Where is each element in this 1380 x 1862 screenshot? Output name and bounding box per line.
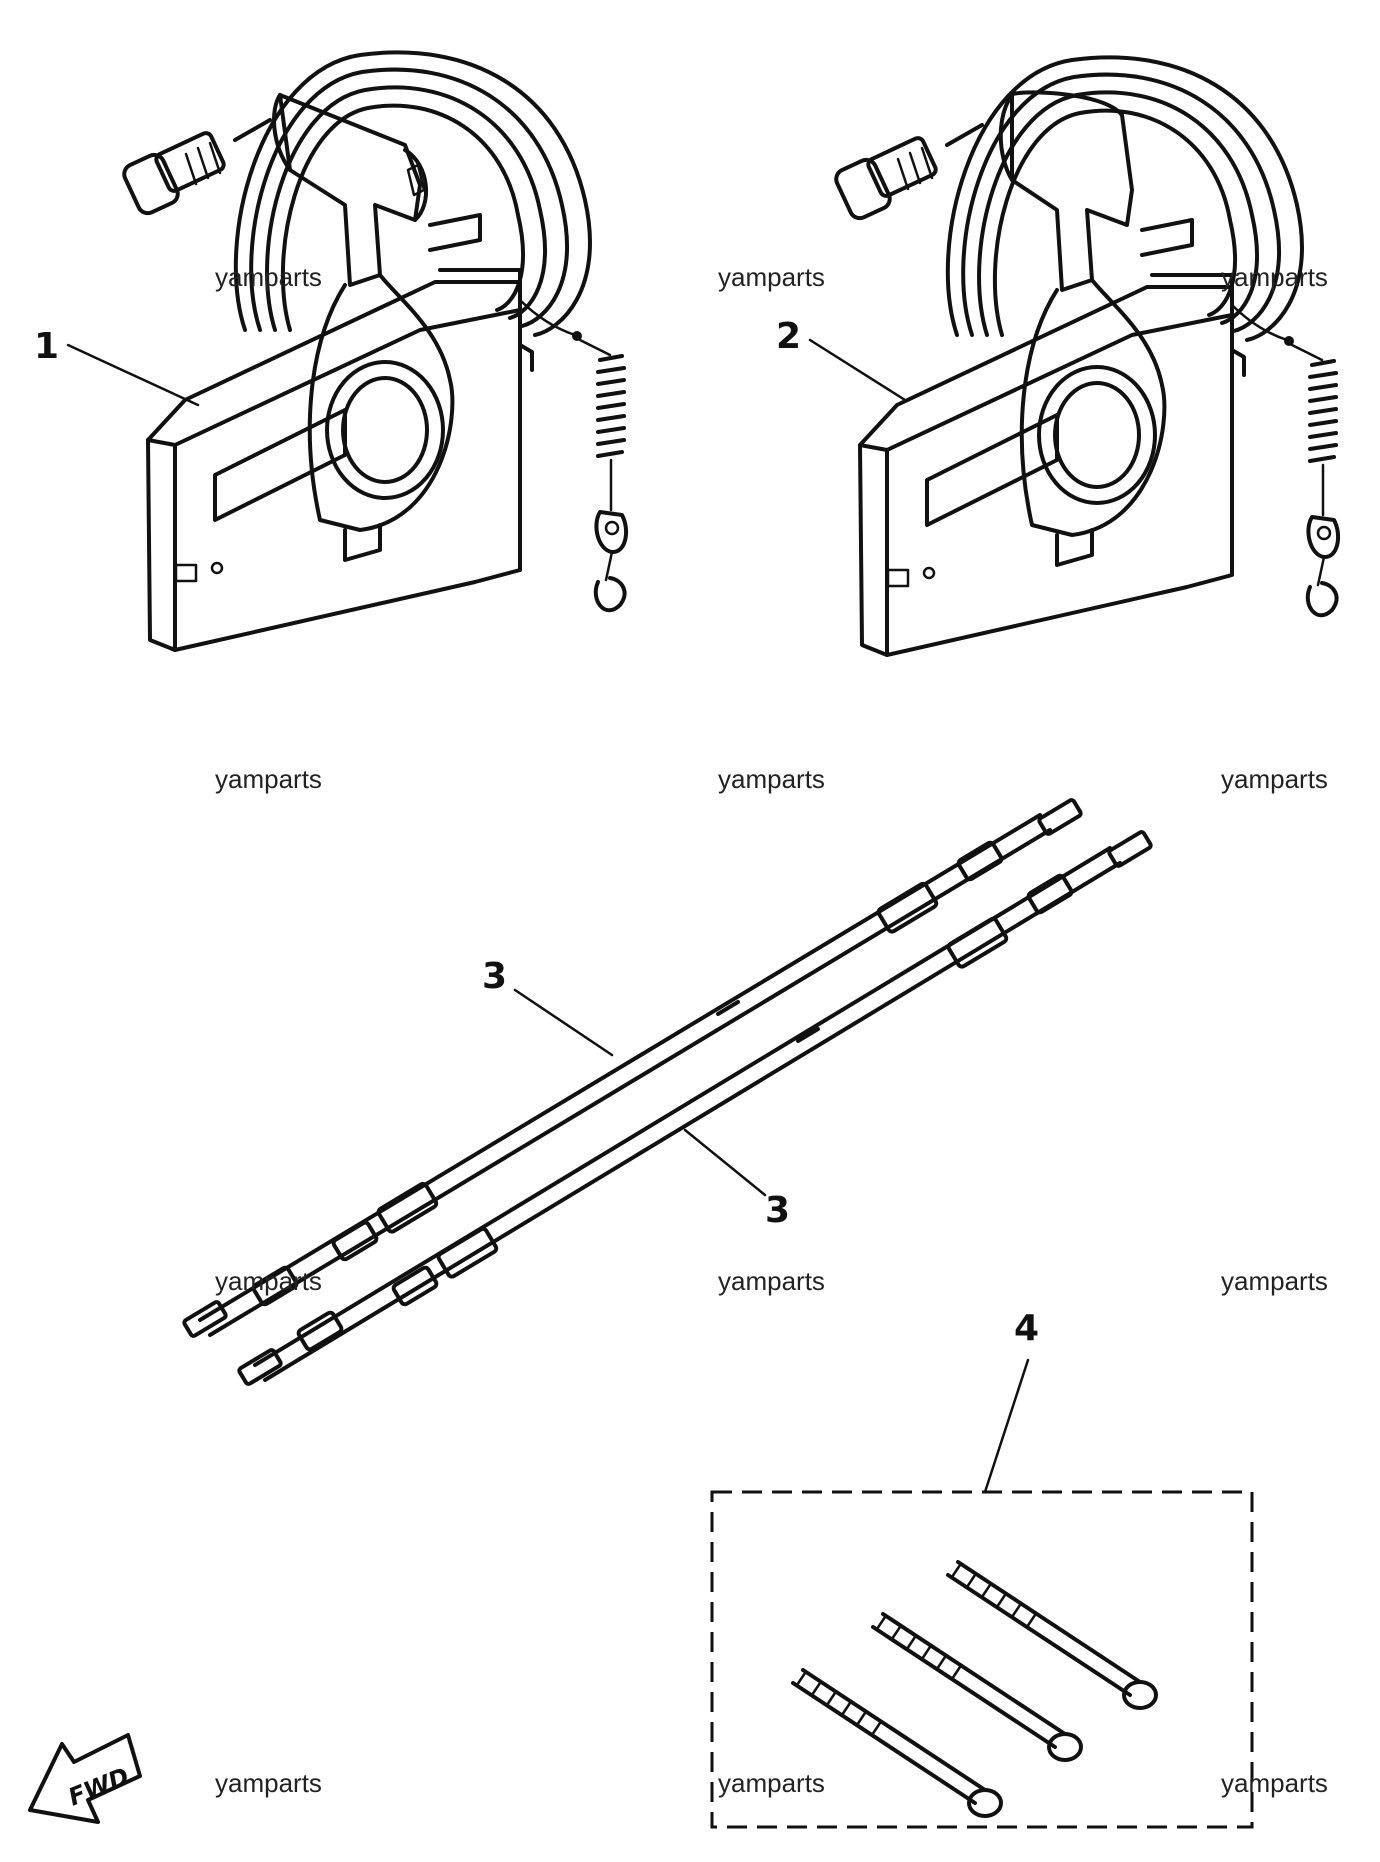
callout-3-upper-label: 3 bbox=[482, 956, 507, 997]
callout-3-lower-label: 3 bbox=[765, 1190, 790, 1231]
watermark: yamparts bbox=[1221, 764, 1328, 794]
fwd-arrow-icon: FWD bbox=[28, 1733, 142, 1824]
control-lever-1 bbox=[272, 93, 455, 562]
watermark: yamparts bbox=[718, 1768, 825, 1798]
remote-control-box-1[interactable] bbox=[121, 50, 629, 652]
bolt-1 bbox=[946, 1560, 1158, 1710]
watermark: yamparts bbox=[718, 1266, 825, 1296]
bolt-set-frame bbox=[710, 1490, 1254, 1829]
watermark-grid: yamparts yamparts yamparts yamparts yamp… bbox=[215, 262, 1328, 1798]
watermark: yamparts bbox=[215, 1768, 322, 1798]
watermark: yamparts bbox=[1221, 262, 1328, 292]
tilt-spring-1 bbox=[518, 298, 629, 613]
harness-connector-1 bbox=[122, 118, 272, 216]
remote-control-box-2[interactable] bbox=[833, 55, 1341, 657]
callout-1-label: 1 bbox=[34, 326, 59, 367]
fwd-label: FWD bbox=[64, 1762, 133, 1811]
harness-coil-1 bbox=[233, 50, 592, 337]
watermark: yamparts bbox=[215, 1266, 322, 1296]
control-box-body-2 bbox=[858, 218, 1246, 657]
harness-coil-2 bbox=[945, 55, 1304, 342]
callout-1: 1 bbox=[34, 326, 200, 407]
tilt-spring-2 bbox=[1230, 303, 1341, 618]
bolt-set-4[interactable] bbox=[710, 1490, 1254, 1829]
control-lever-2 bbox=[998, 90, 1167, 567]
harness-connector-2 bbox=[834, 123, 984, 221]
bolt-3 bbox=[791, 1668, 1003, 1818]
watermark: yamparts bbox=[718, 764, 825, 794]
bolt-2 bbox=[871, 1612, 1083, 1762]
callout-3-lower: 3 bbox=[683, 1128, 790, 1231]
control-cable-lower[interactable] bbox=[237, 830, 1153, 1386]
control-box-body-1 bbox=[146, 213, 534, 652]
control-cable-upper[interactable] bbox=[182, 798, 1083, 1338]
watermark: yamparts bbox=[215, 262, 322, 292]
watermark: yamparts bbox=[718, 262, 825, 292]
callout-4: 4 bbox=[983, 1308, 1039, 1494]
watermark: yamparts bbox=[215, 764, 322, 794]
callout-4-label: 4 bbox=[1014, 1308, 1039, 1349]
watermark: yamparts bbox=[1221, 1768, 1328, 1798]
callout-2: 2 bbox=[776, 316, 907, 402]
callout-2-label: 2 bbox=[776, 316, 801, 357]
watermark: yamparts bbox=[1221, 1266, 1328, 1296]
callout-3-upper: 3 bbox=[482, 956, 614, 1057]
